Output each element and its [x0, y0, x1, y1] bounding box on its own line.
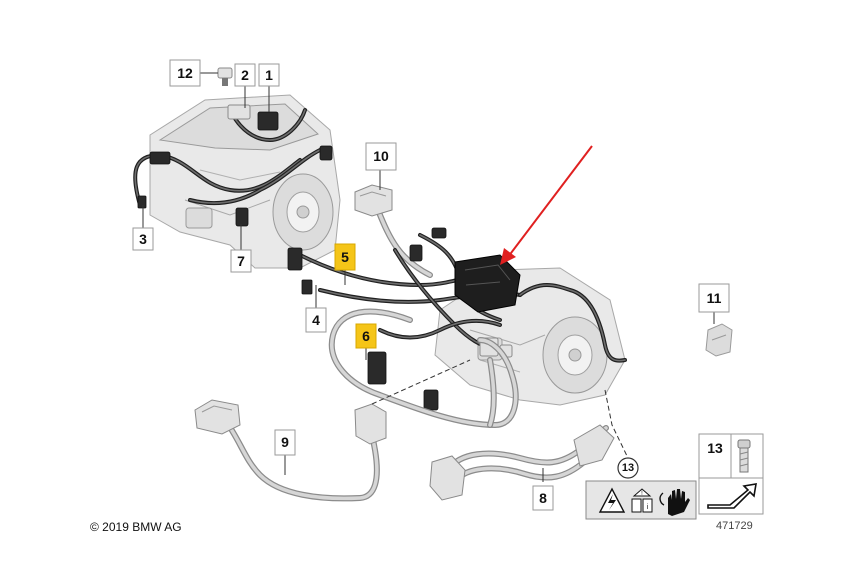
svg-text:11: 11: [707, 290, 722, 306]
svg-text:8: 8: [539, 490, 547, 506]
figure-number: 471729: [716, 520, 753, 532]
callout-12[interactable]: 12: [169, 59, 201, 87]
copyright-notice: © 2019 BMW AG: [90, 520, 182, 534]
main-harness: [287, 227, 627, 411]
read-manual-icon: ! i: [631, 488, 653, 513]
clip-part-11: [705, 323, 733, 357]
insulated-glove-icon: [659, 489, 690, 516]
high-voltage-warning-icon: [598, 487, 626, 513]
warning-panel: ! i: [585, 480, 697, 520]
svg-text:10: 10: [373, 148, 389, 164]
svg-text:12: 12: [177, 65, 193, 81]
svg-text:2: 2: [241, 67, 249, 83]
legend-box-13: 13: [698, 433, 764, 515]
callout-4[interactable]: 4: [305, 307, 327, 333]
svg-text:6: 6: [362, 328, 370, 344]
upper-machine-harness: [133, 104, 333, 227]
svg-text:4: 4: [312, 312, 320, 328]
leader-lines: [142, 72, 715, 482]
svg-text:13: 13: [707, 440, 723, 456]
cable-part-10: [354, 184, 433, 278]
svg-text:1: 1: [265, 67, 273, 83]
svg-text:7: 7: [237, 253, 245, 269]
callout-9[interactable]: 9: [274, 429, 296, 456]
circled-reference-13[interactable]: 13: [617, 457, 639, 479]
callout-6[interactable]: 6: [355, 323, 377, 349]
hv-cable-loop: [328, 308, 519, 429]
callout-5[interactable]: 5: [334, 243, 356, 271]
fastener-bolt-icon: [737, 439, 751, 473]
svg-text:3: 3: [139, 231, 147, 247]
electric-machine-upper: [149, 94, 341, 269]
callout-10[interactable]: 10: [365, 142, 397, 171]
svg-text:!: !: [641, 491, 643, 497]
cable-part-8: [429, 424, 615, 501]
svg-text:13: 13: [622, 462, 634, 474]
svg-text:5: 5: [341, 249, 349, 265]
callout-3[interactable]: 3: [132, 227, 154, 251]
callout-7[interactable]: 7: [230, 249, 252, 273]
svg-text:9: 9: [281, 434, 289, 450]
callout-8[interactable]: 8: [532, 485, 554, 511]
tightening-torque-icon: [707, 483, 757, 509]
callout-2[interactable]: 2: [234, 63, 256, 87]
red-indicator-arrow: [500, 145, 593, 265]
cable-part-9: [194, 399, 387, 502]
grommet-part-12: [217, 67, 233, 86]
callout-11[interactable]: 11: [698, 283, 730, 313]
callout-1[interactable]: 1: [258, 63, 280, 87]
svg-text:i: i: [647, 504, 649, 511]
